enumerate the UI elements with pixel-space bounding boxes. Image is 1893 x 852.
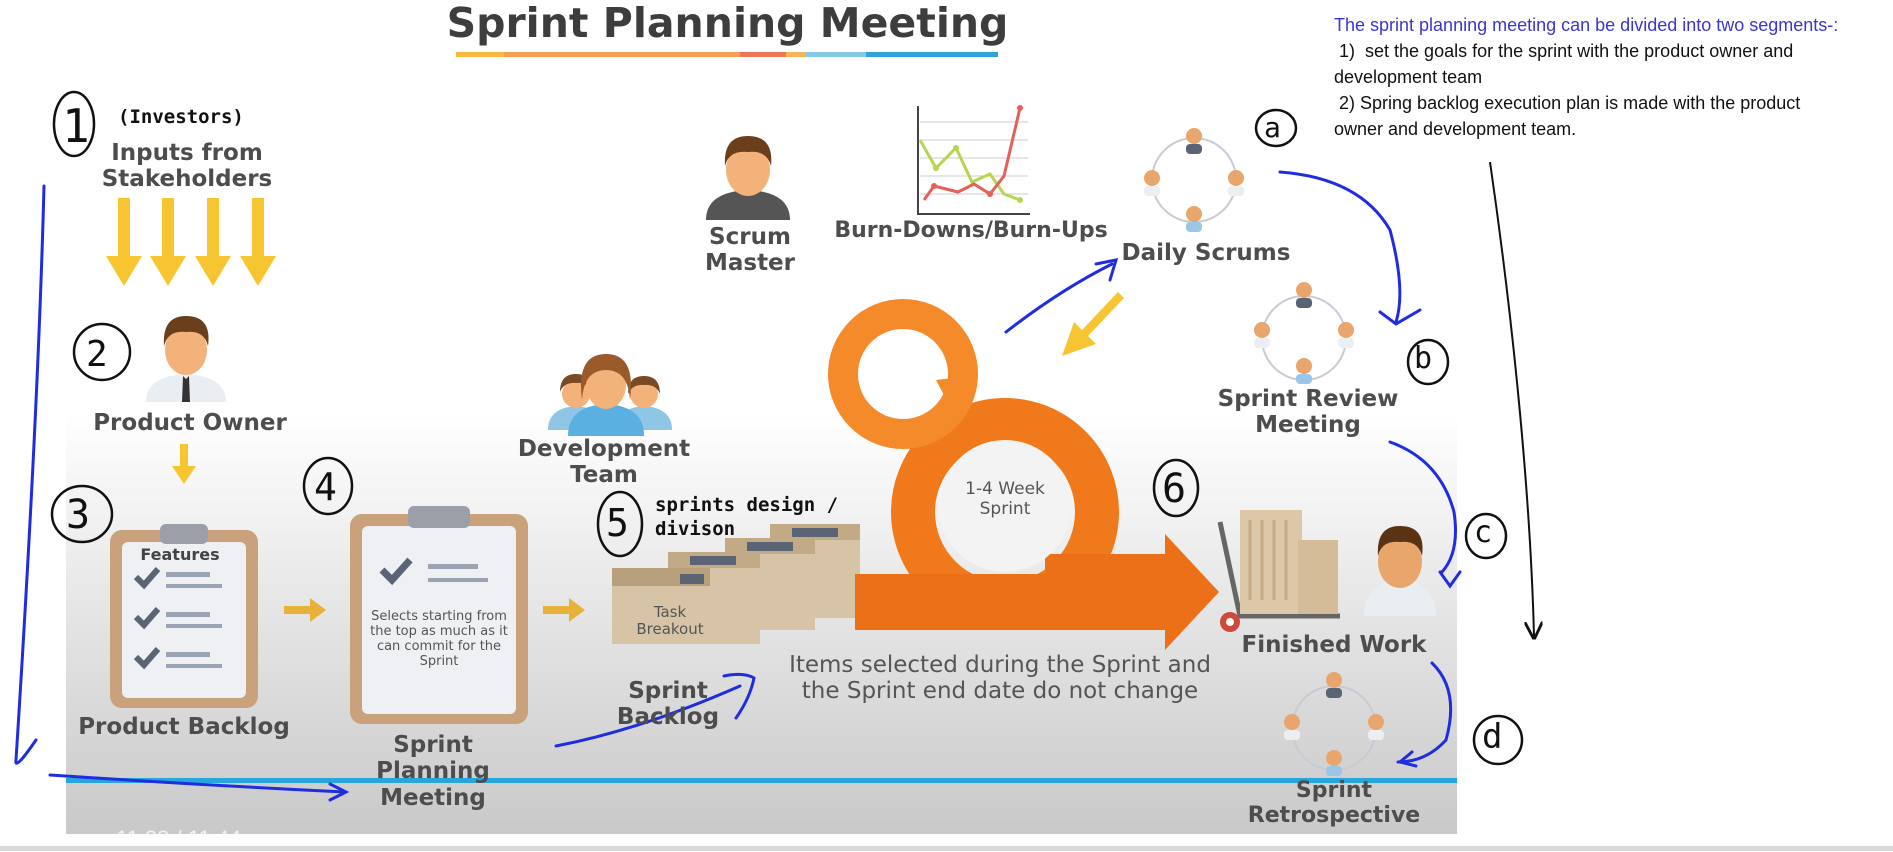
step-d: d <box>1482 717 1503 757</box>
step-4: 4 <box>314 465 337 509</box>
step-5: 5 <box>606 501 629 545</box>
burn-chart-label: Burn-Downs/Burn-Ups <box>834 218 1108 243</box>
step-6: 6 <box>1162 466 1187 512</box>
burndown-chart-icon <box>917 105 1030 215</box>
step-2: 2 <box>86 334 108 375</box>
sprint-planning-label: Sprint Planning Meeting <box>376 732 490 811</box>
sprint-review-label: Sprint Review Meeting <box>1217 386 1399 439</box>
features-heading: Features <box>140 545 220 564</box>
sprint-note: Items selected during the Sprint and the… <box>789 652 1211 705</box>
stakeholders-label: Inputs from Stakeholders <box>101 140 273 193</box>
po-down-arrow <box>172 444 196 484</box>
task-breakout-label: Task Breakout <box>636 603 704 639</box>
step-circles <box>50 90 1524 766</box>
finished-work-label: Finished Work <box>1241 632 1427 658</box>
side-note-line2: 2) Spring backlog execution plan is made… <box>1334 93 1806 139</box>
cycle-inner-label: Every 24 Hours <box>865 355 941 395</box>
side-note-heading: The sprint planning meeting can be divid… <box>1334 15 1839 35</box>
segments-arrow <box>1489 161 1534 636</box>
development-team-icon <box>548 354 672 436</box>
daily-scrums-label: Daily Scrums <box>1121 240 1291 266</box>
sprint-planning-clipboard <box>350 506 528 724</box>
planning-to-backlog-arrow <box>543 598 585 622</box>
cycle-outer-label: 1-4 Week Sprint <box>965 479 1045 519</box>
scrum-master-icon <box>706 136 790 220</box>
daily-scrum-circle <box>1144 128 1244 232</box>
page-title: Sprint Planning Meeting <box>446 0 1009 47</box>
stakeholder-arrows <box>106 198 276 286</box>
step-1: 1 <box>62 99 90 153</box>
step-3: 3 <box>66 492 91 538</box>
step-b: b <box>1414 341 1433 376</box>
retrospective-circle <box>1284 672 1384 776</box>
sprint-backlog-boxes <box>612 524 860 644</box>
sprint-design-note: sprints design / divison <box>655 494 839 540</box>
side-note-line1: 1) set the goals for the sprint with the… <box>1334 41 1799 87</box>
stakeholder-note: (Investors) <box>118 106 244 128</box>
backlog-to-planning-arrow <box>284 598 326 622</box>
product-owner-label: Product Owner <box>93 410 287 436</box>
yellow-diagonal-arrow <box>1062 292 1124 356</box>
step-c: c <box>1474 515 1493 550</box>
finished-work-icon <box>1217 510 1436 632</box>
scrum-master-label: Scrum Master <box>704 224 796 277</box>
sprint-review-circle <box>1254 282 1354 384</box>
bottom-divider <box>0 846 1893 851</box>
ink-annotations <box>14 170 1462 802</box>
timeline-bar <box>66 778 1457 783</box>
product-backlog-label: Product Backlog <box>78 714 290 740</box>
sprint-planning-text: Selects starting from the top as much as… <box>370 609 508 669</box>
product-backlog-clipboard <box>110 524 258 708</box>
retrospective-label: Sprint Retrospective <box>1247 778 1421 829</box>
step-a: a <box>1264 111 1281 144</box>
sprint-cycle-graphic <box>828 299 1219 650</box>
product-owner-icon <box>146 316 226 402</box>
sprint-backlog-label: Sprint Backlog <box>616 678 720 731</box>
development-team-label: Development Team <box>517 436 691 489</box>
title-underline <box>456 52 998 57</box>
